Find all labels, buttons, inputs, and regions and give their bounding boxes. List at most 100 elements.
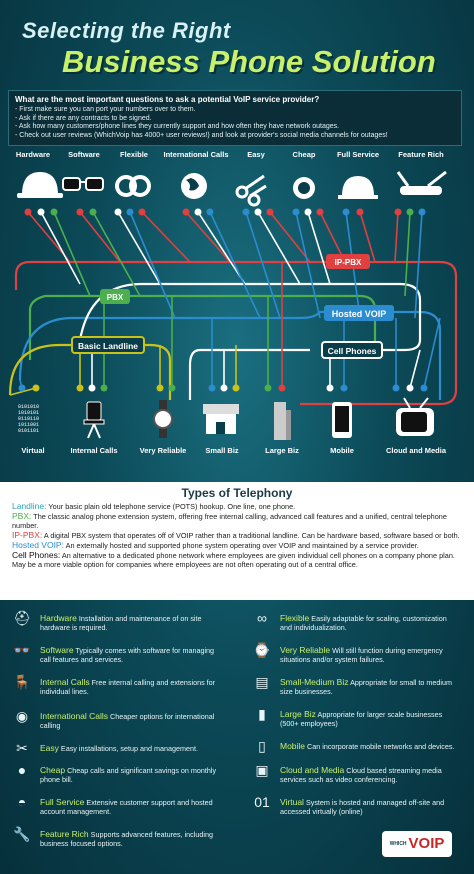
legend-hardware: ⛑Hardware Installation and maintenance o…	[13, 610, 202, 632]
legend-cheap: ●Cheap Cheap calls and significant savin…	[12, 762, 217, 784]
scissors-icon	[235, 174, 267, 207]
types-heading: Types of Telephony	[181, 486, 293, 500]
bottom-label-mobile: Mobile	[330, 446, 354, 455]
svg-text:PBX: PBX	[107, 293, 124, 302]
pretzel-icon	[115, 175, 151, 197]
top-label-hardware: Hardware	[15, 150, 51, 159]
watch-icon	[153, 400, 173, 438]
svg-text:Hosted VOIP: Hosted VOIP	[332, 309, 387, 319]
top-label-full-service: Full Service	[336, 150, 380, 159]
skyscraper-icon: ▮	[258, 706, 266, 722]
route-label-ippbx: IP-PBX	[326, 254, 370, 269]
route-label-pbx: PBX	[100, 289, 130, 304]
title-line-2: Business Phone Solution	[62, 44, 436, 79]
svg-text:1011001: 1011001	[18, 422, 39, 428]
type-desc: An externally hosted and supported phone…	[65, 541, 419, 550]
question-item: - First make sure you can port your numb…	[15, 106, 196, 113]
svg-text:0101010: 0101010	[18, 404, 39, 410]
type-name: Cell Phones:	[12, 550, 61, 560]
types-of-telephony: Types of Telephony Landline: Your basic …	[0, 482, 474, 600]
question-item: - Ask if there are any contracts to be s…	[15, 114, 152, 122]
top-label-software: Software	[68, 150, 100, 159]
type-name: Landline:	[12, 501, 47, 511]
title-line-1: Selecting the Right	[22, 18, 231, 43]
top-label-flexible: Flexible	[120, 150, 148, 159]
bottom-label-large-biz: Large Biz	[265, 446, 299, 455]
legend-internal-calls: 🪑Internal Calls Free internal calling an…	[13, 674, 216, 696]
bottom-label-cloud-media: Cloud and Media	[386, 446, 446, 455]
smartphone-icon: ▯	[258, 738, 266, 754]
legend-easy: ✂Easy Easy installations, setup and mana…	[12, 740, 217, 756]
hardhat-icon: ⛑	[13, 610, 31, 626]
legend-software: 👓Software Typically comes with software …	[13, 642, 215, 664]
legend-flexible: ∞Flexible Easily adaptable for scaling, …	[252, 610, 457, 632]
type-name: PBX:	[12, 511, 32, 521]
route-map: IP-PBX PBX Hosted VOIP Basic Landline Ce…	[8, 170, 458, 440]
type-ippbx: IP-PBX: A digital PBX system that operat…	[12, 530, 462, 541]
tv-icon	[396, 397, 434, 436]
top-label-easy: Easy	[247, 150, 265, 159]
question-item: - Ask how many customers/phone lines the…	[15, 123, 340, 130]
legend-cloud-media: ▣Cloud and Media Cloud based streaming m…	[252, 762, 457, 784]
office-chair-icon: 🪑	[13, 674, 31, 690]
swiss-knife-icon: 🔧	[13, 826, 31, 842]
piggy-bank-icon: ●	[17, 762, 27, 778]
type-desc: A digital PBX system that operates off o…	[43, 531, 460, 540]
bottom-label-small-biz: Small Biz	[205, 446, 239, 455]
legend-feature-rich: 🔧Feature Rich Supports advanced features…	[13, 826, 213, 848]
piggy-bank-icon	[293, 177, 315, 199]
tv-icon: ▣	[255, 762, 269, 778]
type-name: Hosted VOIP:	[12, 540, 64, 550]
type-pbx: PBX: The classic analog phone extension …	[12, 511, 462, 531]
feature-legend: ⛑Hardware Installation and maintenance o…	[0, 604, 474, 874]
legend-small-medium-biz: ▤Small-Medium Biz Appropriate for small …	[252, 675, 457, 696]
globe-icon	[181, 173, 207, 199]
bottom-label-very-reliable: Very Reliable	[139, 446, 187, 455]
bottom-label-virtual: Virtual	[21, 446, 45, 455]
legend-very-reliable: ⌚Very Reliable Will still function durin…	[253, 642, 443, 664]
type-desc: The classic analog phone extension syste…	[12, 512, 447, 530]
type-landline: Landline: Your basic plain old telephone…	[12, 501, 462, 512]
legend-mobile: ▯Mobile Can incorporate mobile networks …	[252, 738, 457, 754]
svg-text:1010101: 1010101	[18, 410, 39, 416]
binary-icon: 01	[254, 794, 270, 810]
smartphone-icon	[332, 402, 352, 438]
questions-heading: What are the most important questions to…	[15, 95, 320, 104]
storefront-icon	[203, 404, 239, 434]
bottom-feature-labels: Virtual Internal Calls Very Reliable Sma…	[0, 446, 474, 458]
top-feature-labels: Hardware Software Flexible International…	[0, 150, 474, 162]
type-name: IP-PBX:	[12, 530, 43, 540]
svg-text:0101101: 0101101	[18, 428, 39, 434]
cloche-icon	[338, 176, 378, 199]
route-label-hosted: Hosted VOIP	[324, 305, 394, 321]
scissors-icon: ✂	[16, 740, 28, 756]
office-chair-icon	[83, 401, 105, 439]
route-label-cell: Cell Phones	[321, 341, 383, 359]
watch-icon: ⌚	[253, 642, 271, 658]
top-label-international: International Calls	[163, 150, 229, 159]
hardhat-icon	[17, 172, 63, 198]
svg-text:Cell Phones: Cell Phones	[328, 346, 377, 356]
skyscraper-icon	[274, 402, 291, 440]
top-label-cheap: Cheap	[292, 150, 316, 159]
legend-international: ◉International Calls Cheaper options for…	[12, 708, 217, 730]
legend-full-service: ◓Full Service Extensive customer support…	[12, 794, 217, 816]
svg-text:Basic Landline: Basic Landline	[78, 341, 138, 351]
svg-text:0110110: 0110110	[18, 416, 39, 422]
pretzel-icon: ∞	[257, 610, 267, 626]
cloche-icon: ◓	[17, 794, 27, 810]
swiss-knife-icon	[396, 170, 447, 195]
glasses-icon	[62, 177, 104, 191]
bottom-label-internal-calls: Internal Calls	[70, 446, 118, 455]
top-label-feature-rich: Feature Rich	[398, 150, 444, 159]
globe-icon: ◉	[15, 708, 29, 724]
type-desc: Your basic plain old telephone service (…	[48, 502, 296, 511]
legend-large-biz: ▮Large Biz Appropriate for larger scale …	[252, 706, 457, 728]
type-hosted: Hosted VOIP: An externally hosted and su…	[12, 540, 462, 551]
question-item: - Check out user reviews (WhichVoip has …	[15, 131, 388, 139]
questions-box: What are the most important questions to…	[8, 90, 462, 146]
